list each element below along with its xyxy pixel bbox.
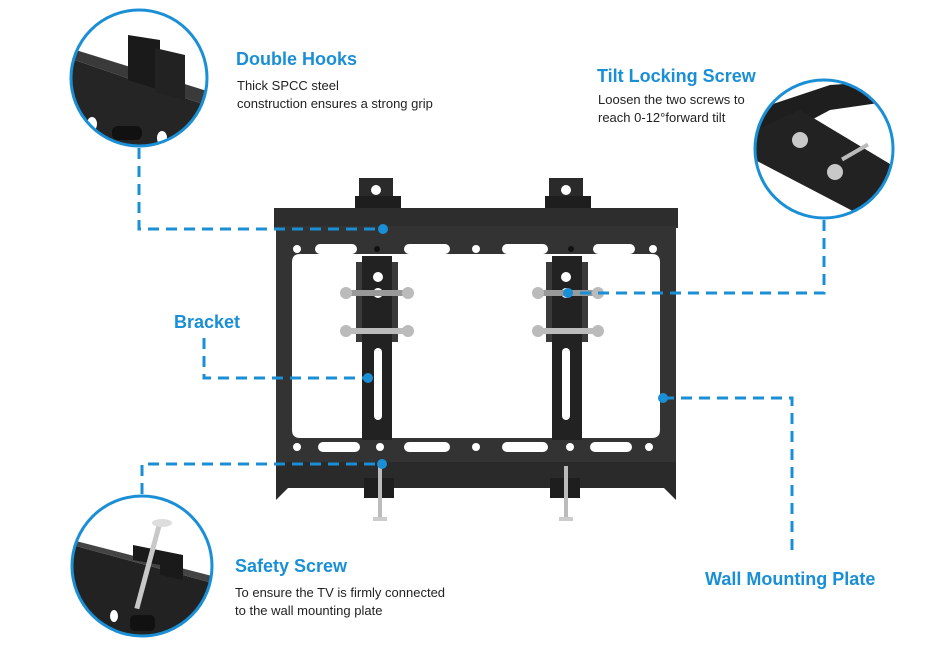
wall-mount-product [274, 178, 678, 521]
callout-title-safety-screw: Safety Screw [235, 556, 348, 576]
description-line: Loosen the two screws to [598, 92, 745, 107]
detail-circle-safety-screw [70, 494, 214, 638]
detail-circle-tilt-locking-screw [753, 78, 895, 220]
safety-screw-right [550, 466, 580, 521]
top-lip [274, 208, 678, 228]
description-line: reach 0-12°forward tilt [598, 110, 726, 125]
leader-line-tilt-locking-screw [568, 220, 826, 295]
callout-title-double-hooks: Double Hooks [236, 49, 358, 69]
callout-title-tilt-locking-screw: Tilt Locking Screw [597, 66, 756, 86]
anchor-dot-double-hooks [378, 224, 388, 234]
leader-line-double-hooks [137, 148, 383, 231]
wall-plate-frame [276, 226, 676, 462]
callout-description-safety-screw: To ensure the TV is firmly connected to … [235, 584, 445, 620]
leader-line-safety-screw [140, 462, 382, 494]
callout-description-tilt-locking-screw: Loosen the two screws to reach 0-12°forw… [598, 91, 745, 127]
anchor-dot-tilt-locking-screw [563, 288, 573, 298]
vertical-bracket-left [340, 256, 414, 440]
anchor-dot-wall-mounting-plate [658, 393, 668, 403]
vertical-bracket-right [532, 256, 604, 440]
callout-title-wall-mounting-plate: Wall Mounting Plate [705, 569, 876, 589]
callout-description-double-hooks: Thick SPCC steel construction ensures a … [237, 77, 433, 113]
description-line: to the wall mounting plate [235, 603, 383, 618]
detail-circle-double-hooks [69, 8, 209, 148]
leader-line-wall-mounting-plate [663, 396, 794, 555]
anchor-dot-safety-screw [377, 459, 387, 469]
anchor-dot-bracket [363, 373, 373, 383]
bottom-slots [293, 442, 653, 452]
description-line: construction ensures a strong grip [237, 96, 433, 111]
description-line: Thick SPCC steel [237, 78, 339, 93]
bottom-lip [276, 462, 676, 500]
leader-line-bracket [202, 338, 368, 380]
callout-title-bracket: Bracket [174, 312, 241, 332]
description-line: To ensure the TV is firmly connected [235, 585, 446, 600]
safety-screw-left [364, 466, 394, 521]
top-slots [293, 244, 657, 254]
